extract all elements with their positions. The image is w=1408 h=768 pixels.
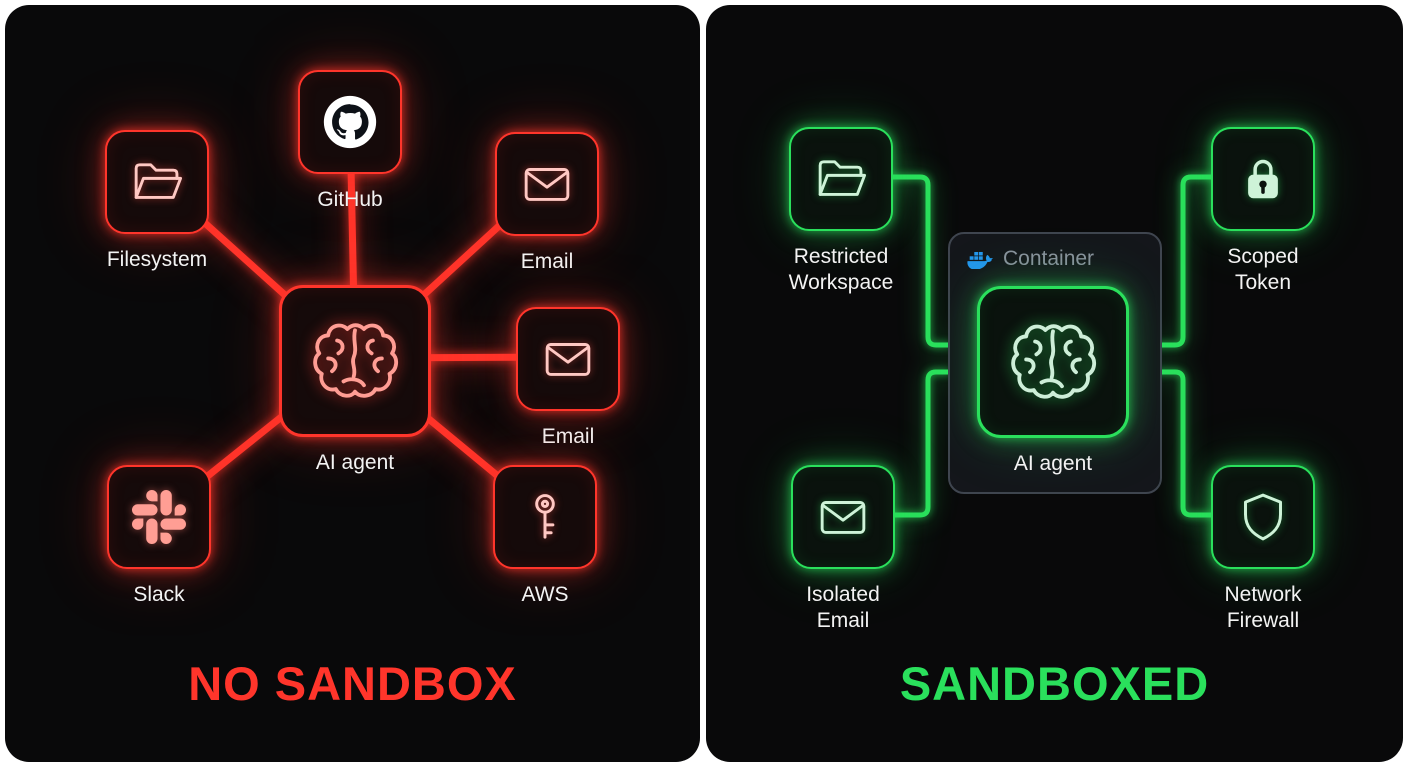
docker-icon: [967, 251, 994, 269]
container-box: Container AI agent: [948, 232, 1162, 494]
node-label: Email: [520, 250, 574, 273]
node-label: AWS: [521, 583, 569, 606]
node-isolated-email: Isolated Email: [791, 465, 895, 633]
aws-node-box: [493, 465, 597, 569]
brain-icon: [313, 323, 398, 398]
github-node-box: [298, 70, 402, 174]
node-email-right: Email: [516, 307, 620, 450]
restricted-workspace-box: [789, 127, 893, 231]
github-icon: [323, 95, 377, 149]
node-label: Restricted Workspace: [788, 245, 894, 294]
ai-agent-box: [279, 285, 431, 437]
node-label: Network Firewall: [1224, 583, 1302, 632]
brain-icon: [1011, 324, 1096, 399]
no-sandbox-title: NO SANDBOX: [188, 657, 517, 710]
ai-agent-label: AI agent: [1013, 452, 1093, 475]
node-restricted-workspace: Restricted Workspace: [789, 127, 893, 295]
isolated-email-box: [791, 465, 895, 569]
key-icon: [535, 494, 555, 539]
node-ai-agent-right: AI agent: [977, 286, 1129, 477]
slack-icon: [132, 490, 186, 544]
node-label: Slack: [133, 583, 185, 606]
envelope-icon: [545, 343, 591, 376]
ai-agent-label: AI agent: [315, 451, 395, 474]
email-node-box: [516, 307, 620, 411]
shield-icon: [1244, 493, 1282, 541]
container-label: Container: [1003, 247, 1095, 270]
envelope-icon: [524, 168, 570, 201]
node-ai-agent-left: AI agent: [279, 285, 431, 476]
slack-node-box: [107, 465, 211, 569]
envelope-icon: [820, 501, 866, 534]
node-email-top: Email: [495, 132, 599, 275]
folder-icon: [134, 163, 183, 199]
filesystem-node-box: [105, 130, 209, 234]
node-filesystem: Filesystem: [105, 130, 209, 273]
network-firewall-box: [1211, 465, 1315, 569]
node-label: GitHub: [317, 188, 383, 211]
node-network-firewall: Network Firewall: [1211, 465, 1315, 633]
lock-icon: [1248, 159, 1278, 199]
node-label: Isolated Email: [806, 583, 880, 632]
node-github: GitHub: [298, 70, 402, 213]
node-label: Scoped Token: [1227, 245, 1299, 294]
node-slack: Slack: [107, 465, 211, 608]
panel-divider: [700, 0, 706, 768]
email-node-box: [495, 132, 599, 236]
node-scoped-token: Scoped Token: [1211, 127, 1315, 295]
folder-icon: [818, 160, 867, 196]
node-label: Email: [541, 425, 595, 448]
container-header: Container: [950, 234, 1160, 271]
scoped-token-box: [1211, 127, 1315, 231]
ai-agent-box: [977, 286, 1129, 438]
node-label: Filesystem: [106, 248, 208, 271]
sandboxed-title: SANDBOXED: [899, 657, 1210, 710]
node-aws: AWS: [493, 465, 597, 608]
